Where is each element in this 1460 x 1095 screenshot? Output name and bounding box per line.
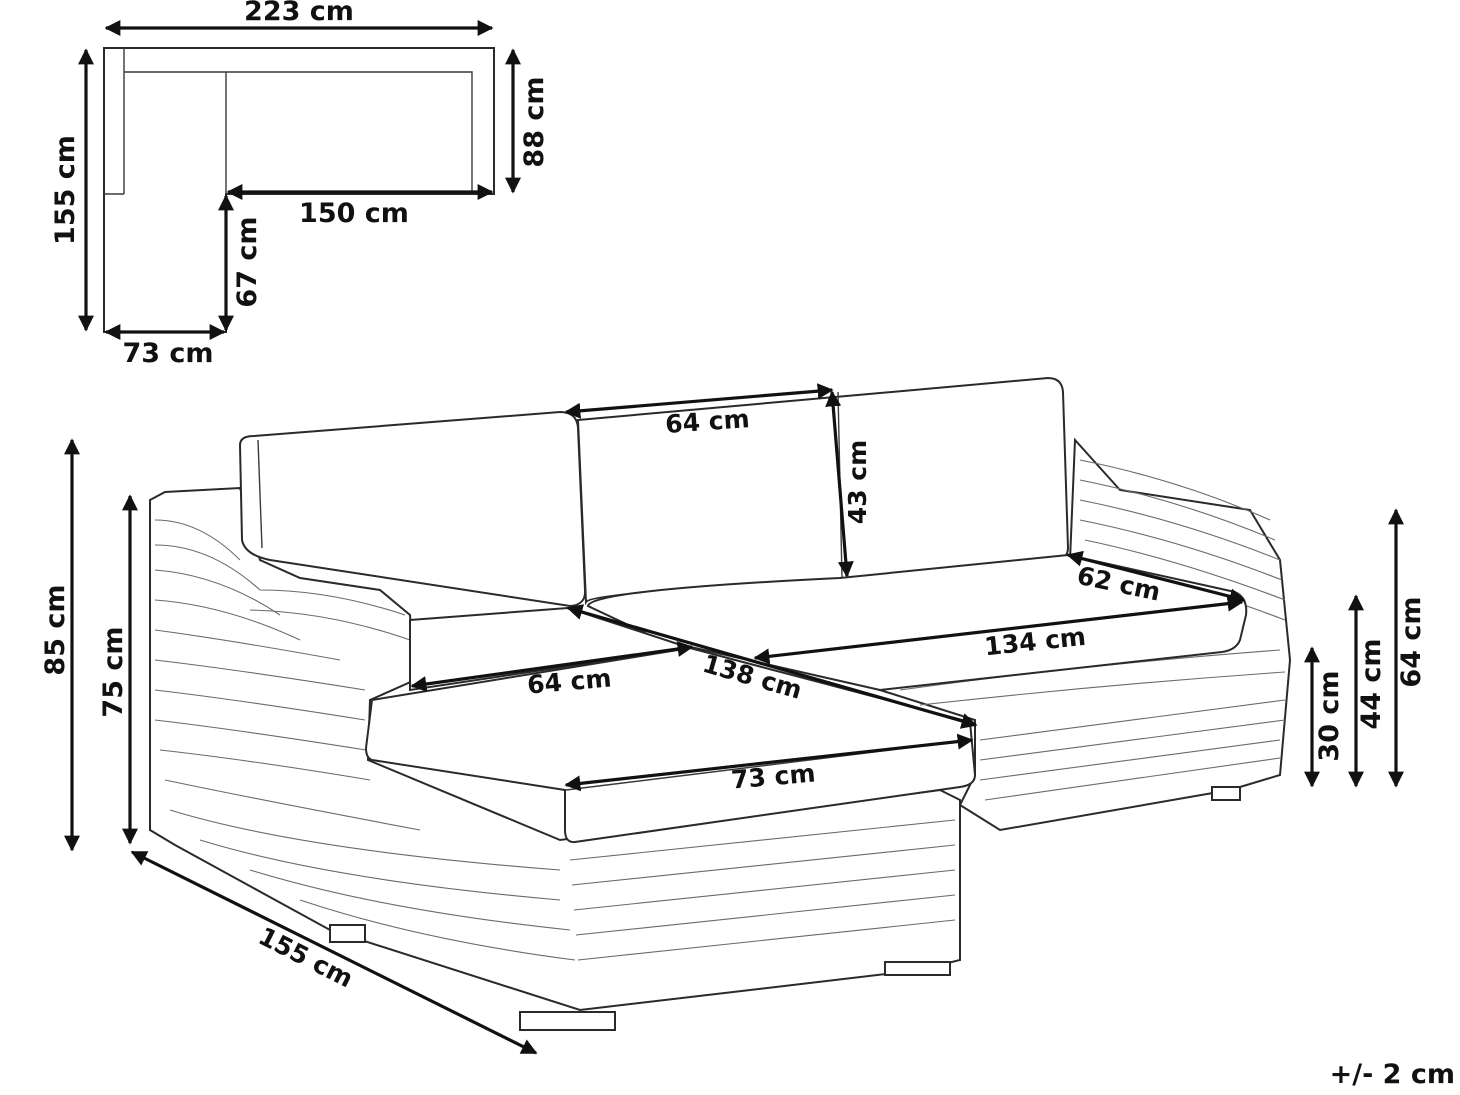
- sofa-illustration: [149, 376, 1292, 1031]
- right-feet: [1211, 786, 1241, 801]
- backrest-width-arrow: [564, 383, 834, 419]
- plan-chaise-width-label: 73 cm: [122, 338, 213, 369]
- diagonal-arrow: [566, 604, 978, 729]
- backrest-height-arrow: [825, 390, 854, 578]
- height-base-label: 30 cm: [1314, 670, 1345, 761]
- height-arm-label: 75 cm: [98, 626, 129, 717]
- chaise-length-arrow: [130, 850, 538, 1055]
- plan-view: 223 cm 155 cm 88 cm 150 cm 67 cm 73 cm: [50, 0, 550, 369]
- plan-width-label: 223 cm: [244, 0, 354, 27]
- plan-chaise-ext-label: 67 cm: [232, 216, 263, 307]
- height-seat-label: 44 cm: [1356, 638, 1387, 729]
- backrest-width-label: 64 cm: [664, 404, 750, 439]
- backrest-height-label: 43 cm: [843, 440, 872, 524]
- plan-outline: [103, 47, 495, 333]
- plan-inner-lines: [104, 48, 473, 195]
- plan-depth-label: 155 cm: [50, 135, 81, 245]
- plan-back-depth-label: 88 cm: [519, 76, 550, 167]
- height-right-label: 64 cm: [1396, 596, 1427, 687]
- chaise-width-arrow: [564, 733, 974, 792]
- plan-seat-width-label: 150 cm: [299, 198, 409, 229]
- seat-width-left-arrow: [410, 641, 694, 692]
- tolerance-note: +/- 2 cm: [1330, 1059, 1455, 1090]
- height-total-label: 85 cm: [40, 584, 71, 675]
- seat-depth-right-arrow: [1066, 550, 1246, 605]
